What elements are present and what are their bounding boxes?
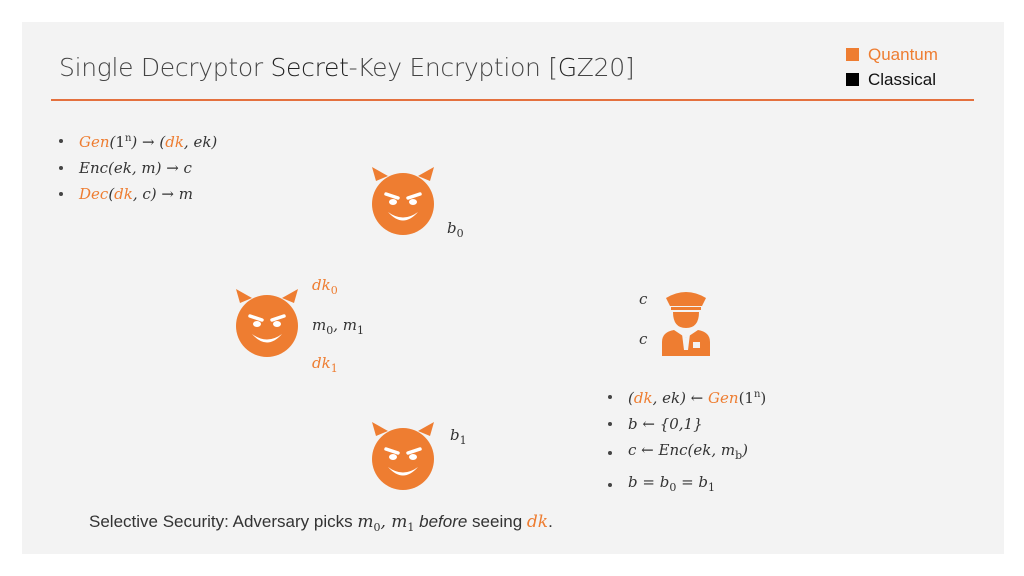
win-formula: b = b0 = b1 — [628, 469, 715, 501]
note-before: before — [419, 512, 468, 531]
r4-a: b = b — [628, 473, 670, 491]
list-item-enc: Enc(ek, m) → c — [59, 155, 217, 181]
label-dk0: dk0 — [312, 276, 338, 297]
r3-sub: b — [735, 449, 743, 462]
r1-gen: Gen — [708, 389, 739, 407]
dec-open: ( — [108, 185, 115, 203]
legend-classical-label: Classical — [868, 69, 937, 89]
bullet-icon — [59, 192, 63, 196]
dec-formula: Dec(dk, c) → m — [79, 181, 193, 207]
list-item-bit: b ← {0,1} — [608, 411, 766, 437]
encrypt-formula: c ← Enc(ek, mb) — [628, 437, 748, 469]
legend-quantum-label: Quantum — [868, 44, 938, 64]
keygen-formula: (dk, ek) ← Gen(1n) — [628, 382, 766, 411]
label-b0-base: b — [447, 219, 457, 237]
note-seeing: seeing — [467, 512, 527, 531]
legend-quantum: Quantum — [846, 42, 938, 67]
label-m-pair: m0, m1 — [312, 316, 364, 337]
note-pre: Selective Security: Adversary picks — [89, 512, 358, 531]
slide: Single Decryptor Secret-Key Encryption [… — [22, 22, 1004, 554]
gen-arrow: → ( — [137, 133, 166, 151]
dec-rest: , c) → m — [132, 185, 193, 203]
list-item-keygen: (dk, ek) ← Gen(1n) — [608, 382, 766, 411]
enc-formula: Enc(ek, m) → c — [79, 159, 192, 177]
r4-b: = b — [676, 473, 709, 491]
devil-icon — [372, 422, 434, 490]
gen-dk: dk — [165, 133, 184, 151]
title-part: G — [557, 53, 577, 82]
label-c-bottom: c — [639, 330, 648, 348]
r1-open: ( — [628, 389, 634, 407]
label-dk0-base: dk — [312, 276, 331, 294]
label-c-top: c — [639, 290, 648, 308]
list-item-gen: Gen(1n) → (dk, ek) — [59, 126, 217, 155]
slide-title: Single Decryptor Secret-Key Encryption [… — [59, 53, 635, 82]
r4-s1: 1 — [708, 481, 716, 494]
label-b0: b0 — [447, 219, 464, 240]
m1-sub: 1 — [357, 324, 364, 337]
list-item-win: b = b0 = b1 — [608, 469, 766, 501]
r1-dk: dk — [633, 389, 653, 407]
bullet-icon — [608, 394, 612, 399]
title-part: -Key Encryption [ — [348, 53, 558, 82]
label-b1: b1 — [450, 426, 467, 447]
legend-classical: Classical — [846, 67, 938, 92]
bullet-icon — [608, 451, 612, 455]
title-part: Z20] — [576, 53, 635, 82]
legend: Quantum Classical — [846, 42, 938, 92]
title-part: Secret — [270, 53, 349, 82]
r1-n: n — [753, 389, 761, 400]
title-part: Single Decryptor — [59, 53, 271, 82]
bullet-icon — [59, 166, 63, 170]
bullet-icon — [608, 422, 612, 426]
list-item-encrypt: c ← Enc(ek, mb) — [608, 437, 766, 469]
list-item-dec: Dec(dk, c) → m — [59, 181, 217, 207]
gen-name: Gen — [79, 133, 110, 151]
note-dk: dk — [526, 512, 549, 532]
gen-n: n — [124, 133, 132, 144]
note-end: . — [548, 512, 553, 531]
devil-icon — [236, 289, 298, 357]
m-base: m — [312, 316, 327, 334]
r3-pre: c ← Enc(ek, m — [628, 441, 736, 459]
note-s1: 1 — [407, 521, 415, 534]
label-dk1-base: dk — [312, 354, 331, 372]
bullet-icon — [608, 483, 612, 487]
scheme-definition-list: Gen(1n) → (dk, ek) Enc(ek, m) → c Dec(dk… — [59, 126, 217, 207]
m0-sub: 0 — [326, 324, 334, 337]
note-s0: 0 — [373, 521, 381, 534]
classical-swatch-icon — [846, 73, 859, 86]
r1-p: (1 — [738, 389, 754, 407]
selective-security-note: Selective Security: Adversary picks m0, … — [89, 512, 553, 534]
label-b1-sub: 1 — [459, 434, 467, 447]
r4-s0: 0 — [669, 481, 677, 494]
gen-formula: Gen(1n) → (dk, ek) — [79, 133, 218, 151]
title-divider — [51, 99, 974, 101]
bit-formula: b ← {0,1} — [628, 415, 703, 433]
m-sep: , m — [333, 316, 357, 334]
label-dk1-sub: 1 — [330, 362, 338, 375]
gen-rest: , ek) — [183, 133, 218, 151]
r1-mid: , ek) ← — [652, 389, 709, 407]
r3-close: ) — [742, 441, 749, 459]
label-b0-sub: 0 — [456, 227, 464, 240]
police-officer-icon — [662, 292, 710, 356]
dec-name: Dec — [79, 185, 109, 203]
note-sep: , m — [380, 512, 408, 532]
challenger-procedure-list: (dk, ek) ← Gen(1n) b ← {0,1} c ← Enc(ek,… — [608, 382, 766, 501]
dec-dk: dk — [114, 185, 133, 203]
note-m-pair: m0, m1 — [357, 512, 415, 534]
note-m: m — [357, 512, 374, 532]
quantum-swatch-icon — [846, 48, 859, 61]
label-dk0-sub: 0 — [330, 284, 338, 297]
bullet-icon — [59, 138, 63, 143]
devil-icon — [372, 167, 434, 235]
gen-one: 1 — [115, 133, 125, 151]
label-b1-base: b — [450, 426, 460, 444]
label-dk1: dk1 — [312, 354, 338, 375]
r1-close: ) — [760, 389, 767, 407]
